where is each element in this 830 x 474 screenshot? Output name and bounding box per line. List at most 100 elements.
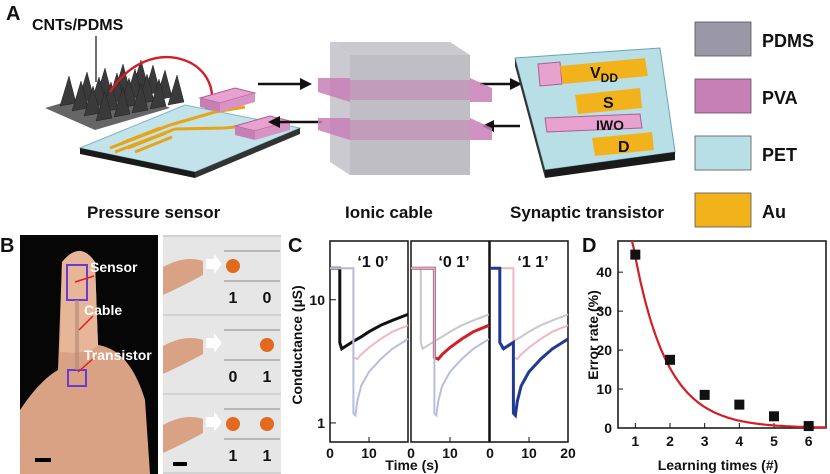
pyramid: [113, 86, 131, 118]
row-digit: 0: [263, 290, 272, 307]
drain-label: D: [618, 139, 630, 156]
data-point: [769, 411, 779, 422]
y-tick-label: 40: [596, 264, 612, 280]
led-on: [260, 338, 274, 352]
x-tick-label: 20: [560, 445, 576, 461]
subplot-frame: [329, 240, 409, 443]
ionic-cable-stack: [318, 42, 492, 175]
cnts-pdms-pyramids: [45, 59, 185, 130]
chart-d-xlabel: Learning times (#): [658, 457, 779, 473]
finger-photo: [20, 235, 158, 474]
legend-swatch-pet: [694, 135, 752, 171]
row-digit: 1: [229, 290, 238, 307]
subplot-title: ‘1 0’: [357, 254, 388, 271]
subplot-title: ‘1 1’: [517, 254, 548, 271]
y-tick-label: 30: [596, 303, 612, 319]
x-tick-label: 4: [735, 433, 743, 449]
led-on: [226, 417, 240, 431]
row-digit: 1: [263, 369, 272, 386]
transistor-label: Transistor: [84, 347, 152, 363]
x-tick-label: 0: [326, 445, 334, 461]
led-on: [226, 259, 240, 273]
vdd-main: V: [590, 65, 601, 82]
x-tick-label: 0: [407, 445, 415, 461]
subplot-frame: [410, 240, 490, 443]
pyramid: [149, 78, 167, 110]
section-label-ionic-cable: Ionic cable: [345, 203, 433, 222]
data-point: [630, 249, 641, 260]
data-point: [803, 421, 814, 432]
x-tick-label: 10: [361, 445, 377, 461]
legend-label-pva: PVA: [762, 88, 798, 108]
y-tick-label: 1: [317, 415, 325, 431]
material-legend: PDMS PVA PET Au: [694, 21, 814, 228]
series-line-1: [411, 267, 490, 351]
panel-label-b: B: [0, 235, 14, 257]
legend-label-au: Au: [762, 202, 786, 222]
chart-d-error-rate: 0 10 20 30 40 1 2 3 4 5 6: [596, 240, 827, 449]
section-label-pressure-sensor: Pressure sensor: [87, 203, 221, 222]
legend-label-pdms: PDMS: [762, 31, 814, 51]
data-point: [734, 399, 745, 410]
data-point: [665, 354, 675, 365]
y-tick-label: 10: [596, 381, 612, 397]
pyramid: [83, 85, 101, 117]
vdd-sub: DD: [601, 71, 619, 85]
x-tick-label: 10: [521, 445, 537, 461]
finger: [163, 259, 203, 295]
led-on: [260, 417, 274, 431]
x-tick-label: 10: [442, 445, 458, 461]
series-line-1: [330, 266, 409, 352]
x-tick-label: 3: [701, 433, 709, 449]
y-tick-label: 20: [596, 342, 612, 358]
series-line-1: [490, 267, 569, 351]
legend-label-pet: PET: [762, 145, 797, 165]
white-arrow-icon: [206, 254, 222, 274]
demo-rows: 1 0 0 1 1 1: [163, 235, 281, 474]
chart-d-ylabel: Error rate (%): [585, 290, 601, 379]
y-tick-label: 0: [604, 420, 612, 436]
vdd-label: VDD: [590, 65, 618, 85]
synaptic-transistor-device: [514, 47, 676, 178]
white-arrow-icon: [206, 333, 222, 353]
row-digit: 1: [229, 448, 238, 465]
pyramid: [167, 74, 185, 106]
finger: [163, 338, 203, 374]
chart-c-xlabel: Time (s): [385, 457, 438, 473]
finger: [163, 417, 203, 453]
cnts-pdms-label: CNTs/PDMS: [32, 17, 124, 34]
scale-bar: [173, 462, 187, 466]
fit-curve: [630, 240, 827, 429]
subplot-frame: [489, 240, 569, 443]
white-arrow-icon: [206, 412, 222, 432]
panel-label-c: C: [288, 235, 302, 257]
x-tick-label: 5: [770, 433, 778, 449]
red-curve-arrow: [108, 55, 214, 111]
iwo-label: IWO: [596, 117, 624, 133]
cable-label: Cable: [84, 302, 122, 318]
x-tick-label: 1: [631, 433, 639, 449]
row-digit: 1: [263, 448, 272, 465]
legend-swatch-pva: [694, 78, 752, 114]
series-line-3: [411, 267, 490, 418]
panel-label-d: D: [582, 235, 596, 257]
series-line-3: [330, 267, 409, 418]
panel-label-a: A: [6, 3, 20, 25]
flow-arrows: [258, 78, 522, 132]
source-label: S: [603, 95, 614, 112]
legend-swatch-au: [694, 192, 752, 228]
series-line-3: [490, 266, 569, 419]
chart-c-ylabel: Conductance (µS): [289, 285, 305, 404]
row-digit: 0: [229, 369, 238, 386]
section-label-synaptic-transistor: Synaptic transistor: [510, 203, 664, 222]
sensor-label: Sensor: [90, 259, 138, 275]
plot-frame: [617, 240, 827, 429]
subplot-title: ‘0 1’: [438, 254, 469, 271]
x-tick-label: 2: [666, 433, 674, 449]
y-tick-label: 10: [309, 292, 325, 308]
x-tick-label: 6: [805, 433, 813, 449]
pyramid: [95, 90, 113, 122]
legend-swatch-pdms: [694, 21, 752, 57]
